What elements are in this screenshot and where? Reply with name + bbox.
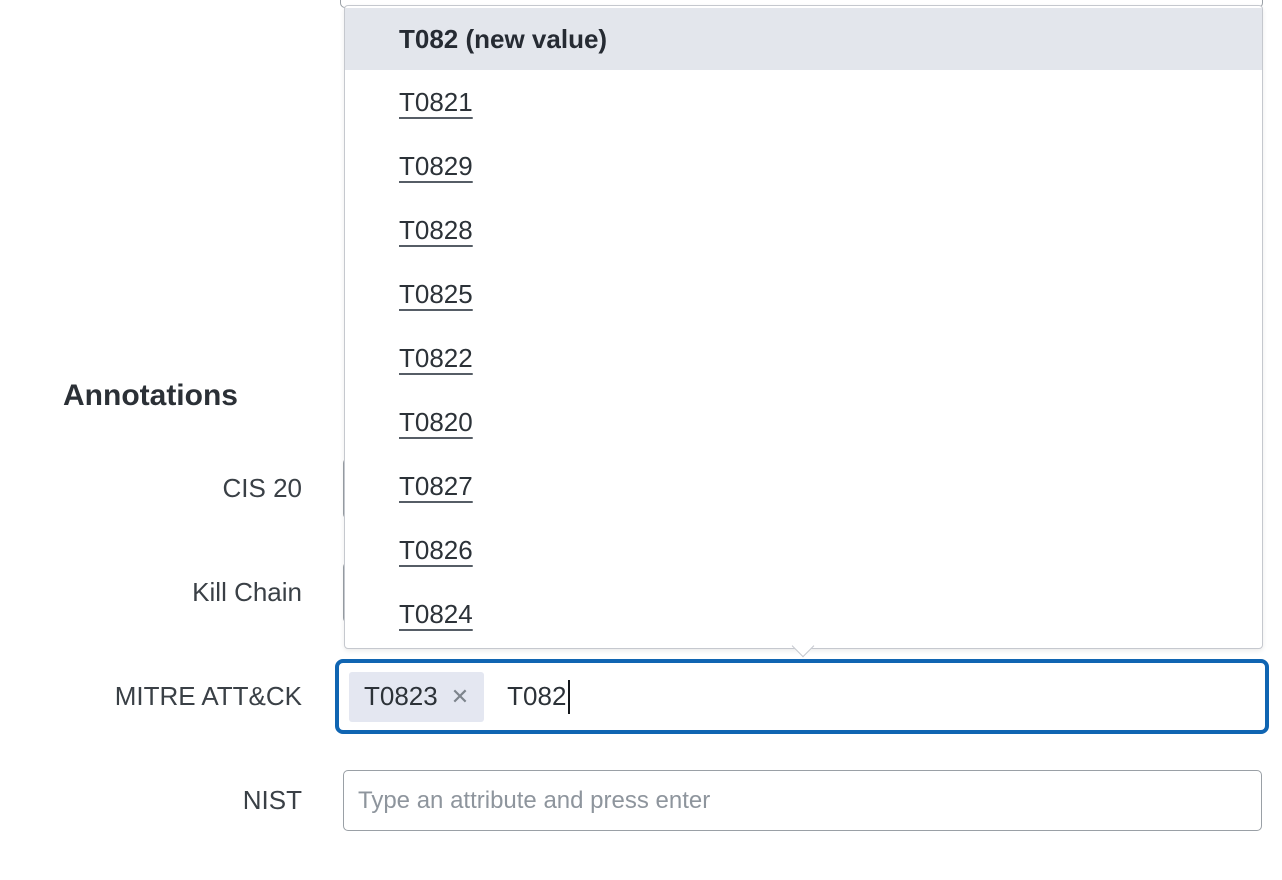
tag-remove-icon[interactable]: ✕ — [450, 683, 470, 709]
dropdown-new-value-option[interactable]: T082 (new value) — [345, 8, 1262, 70]
dropdown-option[interactable]: T0821 — [345, 70, 1262, 134]
text-cursor — [568, 679, 571, 714]
dropdown-option[interactable]: T0825 — [345, 262, 1262, 326]
killchain-label: Kill Chain — [192, 577, 302, 607]
nist-input[interactable] — [358, 786, 1247, 815]
dropdown-option-label: T0822 — [399, 343, 473, 373]
dropdown-option[interactable]: T0820 — [345, 390, 1262, 454]
dropdown-option[interactable]: T0826 — [345, 518, 1262, 582]
dropdown-option-label: T0827 — [399, 471, 473, 501]
section-heading: Annotations — [63, 379, 238, 412]
nist-label: NIST — [242, 785, 302, 815]
mitre-attack-tag-input[interactable]: T0823 ✕ T082 — [335, 659, 1269, 734]
mitre-attack-label: MITRE ATT&CK — [114, 681, 302, 711]
dropdown-option-label: T0824 — [399, 599, 473, 629]
dropdown-option[interactable]: T0828 — [345, 198, 1262, 262]
selected-tag-label: T0823 — [364, 681, 438, 711]
dropdown-option-label: T0820 — [399, 407, 473, 437]
dropdown-option-label: T0821 — [399, 87, 473, 117]
dropdown-option[interactable]: T0829 — [345, 134, 1262, 198]
dropdown-option-label: T0825 — [399, 279, 473, 309]
dropdown-option[interactable]: T0824 — [345, 582, 1262, 646]
typed-query-text: T082 — [507, 681, 567, 711]
selected-tag[interactable]: T0823 ✕ — [349, 671, 485, 722]
dropdown-option[interactable]: T0827 — [345, 454, 1262, 518]
dropdown-option-label: T0826 — [399, 535, 473, 565]
cis20-label: CIS 20 — [222, 473, 303, 503]
nist-input-wrapper — [343, 770, 1262, 831]
dropdown-option[interactable]: T0822 — [345, 326, 1262, 390]
dropdown-option-label: T0829 — [399, 151, 473, 181]
dropdown-option-label: T0828 — [399, 215, 473, 245]
